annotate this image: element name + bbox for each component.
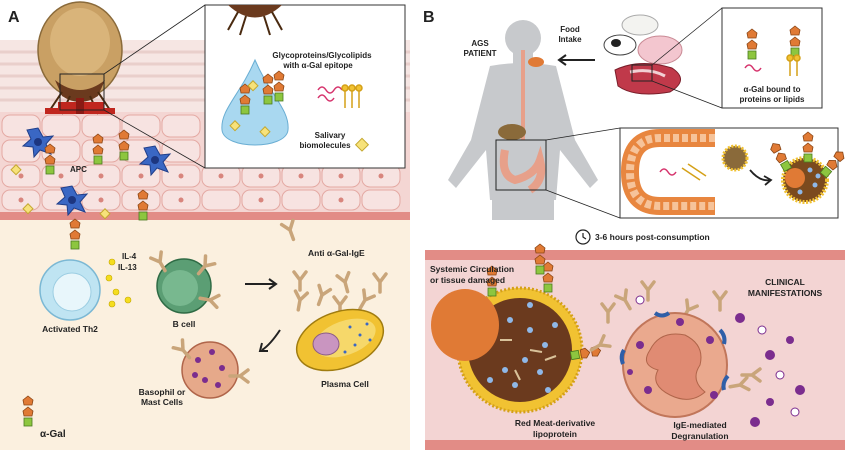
th2-label: Activated Th2 [42, 324, 98, 334]
glyco-label-2: with α-Gal epitope [282, 61, 353, 70]
tick-zoom-box [59, 73, 105, 111]
saliva-inset: Glycoproteins/Glycolipids with α-Gal epi… [204, 4, 406, 169]
plasma-cell [295, 308, 385, 372]
apc-label: APC [70, 165, 87, 174]
panel-b-letter: B [423, 9, 435, 26]
bound-label-1: α-Gal bound to [744, 85, 801, 94]
clinical-label-1: CLINICAL [765, 277, 805, 287]
plasma-label: Plasma Cell [321, 379, 369, 389]
basophil-label-2: Mast Cells [141, 397, 183, 407]
apc-cells [10, 127, 171, 250]
systemic-label-2: or tissue damaged [430, 275, 505, 285]
panel-b: B AGS PATIENT Food Intake [423, 7, 847, 450]
clinical-label-2: MANIFESTATIONS [748, 288, 823, 298]
time-indicator: 3-6 hours post-consumption [575, 229, 710, 245]
lipoprotein [431, 243, 602, 414]
food-label-1: Food [560, 25, 580, 34]
il13-label: IL-13 [118, 263, 137, 272]
lipo-label-2: lipoprotein [533, 429, 577, 439]
bound-label-2: proteins or lipids [740, 95, 805, 104]
time-label: 3-6 hours post-consumption [595, 232, 710, 242]
ags-label-1: AGS [471, 39, 489, 48]
b-cell [149, 250, 221, 314]
arrow-to-basophil [261, 329, 281, 351]
legend-label: α-Gal [40, 429, 66, 440]
salivary-label-2: biomolecules [299, 141, 351, 150]
ige-label-1: IgE-mediated [673, 420, 726, 430]
animals-and-meat [603, 14, 683, 95]
mast-cell [619, 311, 730, 418]
salivary-label-1: Salivary [315, 131, 346, 140]
cytokines [105, 258, 132, 308]
lipo-label-1: Red Meat-derivative [515, 418, 596, 428]
alpha-gal-legend: α-Gal [22, 395, 66, 440]
bound-inset: α-Gal bound to proteins or lipids [721, 7, 823, 109]
panel-a-letter: A [8, 9, 20, 26]
il4-label: IL-4 [122, 252, 137, 261]
ags-label-2: PATIENT [463, 49, 496, 58]
basophil-label-1: Basophil or [139, 387, 186, 397]
food-label-2: Intake [558, 35, 582, 44]
th2-cell [39, 259, 101, 321]
intestine-inset [619, 127, 847, 219]
bcell-label: B cell [173, 319, 196, 329]
systemic-label-1: Systemic Circulation [430, 264, 514, 274]
ige-label-2: Degranulation [671, 431, 728, 441]
intestine-zoom-box [495, 139, 547, 191]
anti-ige-label: Anti α-Gal-IgE [308, 248, 365, 258]
glyco-label-1: Glycoproteins/Glycolipids [272, 51, 372, 60]
granules [635, 295, 805, 427]
digestive-tract [498, 50, 546, 194]
panel-a: Glycoproteins/Glycolipids with α-Gal epi… [0, 1, 410, 450]
basophil-cell [171, 338, 250, 399]
